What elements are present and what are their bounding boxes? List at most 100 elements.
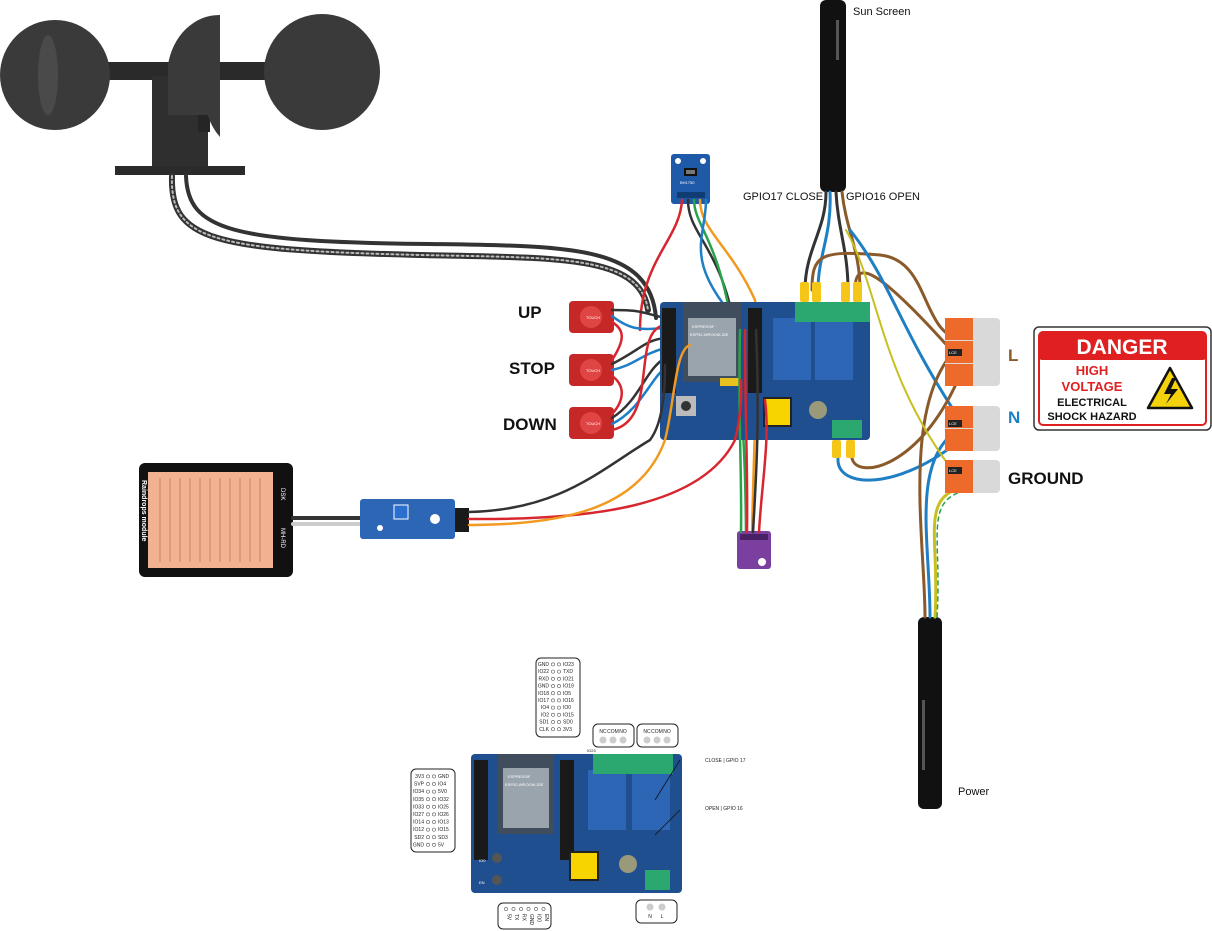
header-left-pin-label: 5V — [438, 842, 445, 848]
header-pin-dot — [557, 698, 561, 703]
ground-terminal-label: GROUND — [1008, 469, 1084, 488]
svg-text:TOUCH: TOUCH — [586, 421, 600, 426]
header-top-pin-label: GND — [538, 662, 550, 668]
rain-side2: MH-RD — [279, 528, 285, 549]
module-model: ESP32-WROOM-32E — [690, 332, 729, 337]
header-top-pin-label: IO23 — [563, 662, 574, 668]
danger-line4: SHOCK HAZARD — [1047, 411, 1136, 423]
header-top-pin-label: IO17 — [538, 698, 549, 704]
header-pin-dot — [432, 782, 436, 786]
danger-line2: VOLTAGE — [1062, 379, 1123, 394]
header-pin-dot — [541, 907, 546, 911]
header-top-pin-label: IO4 — [541, 705, 549, 711]
header-top-pin-label: IO2 — [541, 712, 549, 718]
header-left-pin-label: SD2 — [414, 835, 424, 841]
svg-text:EN: EN — [479, 880, 485, 885]
header-pin-dot — [432, 774, 436, 779]
header-pin-dot — [426, 774, 430, 779]
rain-sensor-wires — [467, 343, 743, 527]
header-top-pin-label: CLK — [539, 727, 549, 733]
header-top-callout — [535, 657, 581, 738]
header-left-pin-label: 3V3 — [415, 774, 424, 780]
header-left-pin-label: IO32 — [438, 797, 449, 803]
header-pin-dot — [534, 907, 538, 911]
raindrops-sensor-plate: Raindrops module DSK MH-RD — [139, 463, 293, 577]
header-left-pin-label: IO35 — [413, 797, 424, 803]
header-pin-dot — [551, 727, 555, 732]
header-pin-dot — [557, 669, 561, 674]
header-pin-dot — [432, 804, 436, 809]
svg-text:TOUCH: TOUCH — [586, 315, 600, 320]
power-terminal-label: N — [648, 914, 652, 920]
header-pin-dot — [551, 712, 555, 717]
header-top-pin-label: 3V3 — [563, 727, 572, 733]
power-label: Power — [958, 786, 990, 798]
power-cable — [918, 617, 942, 809]
danger-line3: ELECTRICAL — [1057, 397, 1127, 409]
bh1750-light-sensor: BH1750 — [671, 154, 710, 204]
danger-sign: DANGER HIGH VOLTAGE ELECTRICAL SHOCK HAZ… — [1033, 326, 1212, 431]
header-pin-dot — [426, 835, 430, 840]
up-label: UP — [518, 303, 542, 322]
header-pin-dot — [432, 835, 436, 840]
header-top-pin-label: GND — [538, 684, 550, 690]
header-pin-dot — [426, 782, 430, 786]
svg-text:IO0: IO0 — [479, 858, 486, 863]
sun-screen-label: Sun Screen — [853, 6, 910, 18]
svg-text:IO23: IO23 — [587, 748, 596, 753]
header-pin-dot — [551, 691, 555, 696]
header-left-pin-label: 5V0 — [438, 789, 447, 795]
header-pin-dot — [557, 727, 561, 732]
header-pin-dot — [426, 820, 430, 824]
header-top-pin-label: TXD — [563, 669, 573, 675]
header-bottom-pin-label: TX — [513, 914, 519, 921]
relay1-terminal-callout — [592, 723, 635, 748]
header-pin-dot — [551, 698, 555, 703]
relay2-terminal-callout — [636, 723, 679, 748]
header-pin-dot — [526, 907, 531, 911]
header-bottom-pin-label: GND — [528, 914, 534, 926]
wago-connector-ground: LCE — [945, 460, 1000, 493]
inset-pinout-diagram: ESPRESSIF ESP32-WROOM-32E IO0 EN IO23 — [471, 748, 682, 893]
bme280-wires — [738, 328, 768, 534]
anemometer-cable — [168, 173, 651, 313]
rain-side1: DSK — [279, 488, 285, 500]
wago-connector-n: LCE — [945, 406, 1000, 451]
relay2-terminal-label: NO — [663, 729, 671, 735]
wago-connector-l: LCE — [945, 318, 1000, 386]
relay2-terminal-label: COM — [651, 729, 663, 735]
rain-title: Raindrops module — [140, 480, 147, 542]
svg-text:ESPRESSIF: ESPRESSIF — [508, 774, 531, 779]
header-bottom-pin-label: EN — [543, 914, 549, 921]
header-top-pin-label: SD0 — [563, 720, 573, 726]
header-pin-dot — [504, 907, 508, 911]
header-pin-dot — [426, 797, 430, 802]
header-pin-dot — [426, 842, 430, 847]
l-terminal-label: L — [1008, 346, 1018, 365]
header-left-pin-label: GND — [413, 842, 425, 848]
header-pin-dot — [426, 789, 430, 794]
svg-text:TOUCH: TOUCH — [586, 368, 600, 373]
header-top-pin-label: IO19 — [563, 684, 574, 690]
bh1750-label: BH1750 — [680, 180, 695, 185]
relay2-terminal-label: NC — [643, 729, 651, 735]
touch-wires — [610, 308, 667, 432]
relay1-terminal-label: NO — [619, 729, 627, 735]
header-pin-dot — [432, 827, 436, 832]
touch-button-stop: TOUCH — [569, 354, 614, 386]
header-pin-dot — [432, 820, 436, 824]
relay1-terminal-label: COM — [607, 729, 619, 735]
anemometer-icon — [0, 14, 380, 175]
down-label: DOWN — [503, 415, 557, 434]
header-left-pin-label: IO15 — [438, 827, 449, 833]
header-pin-dot — [426, 812, 430, 817]
touch-buttons: TOUCH TOUCH TOUCH — [569, 301, 614, 439]
header-left-pin-label: IO14 — [413, 820, 424, 826]
header-pin-dot — [557, 676, 561, 681]
header-pin-dot — [551, 676, 555, 681]
header-top-pin-label: IO15 — [563, 712, 574, 718]
header-left-callout — [410, 768, 456, 853]
header-pin-dot — [432, 789, 436, 794]
